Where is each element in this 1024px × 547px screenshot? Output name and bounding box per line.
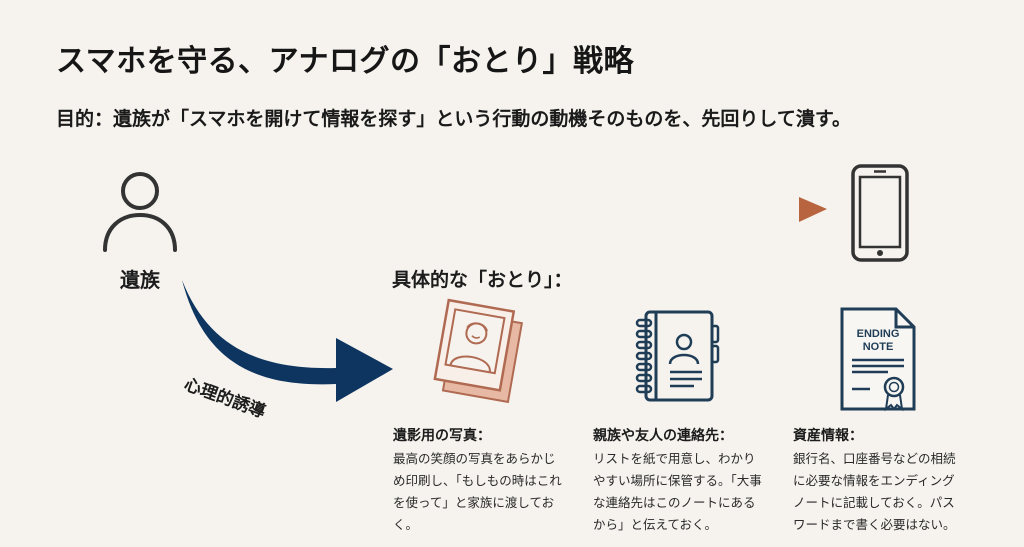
item-title: 遺影用の写真：	[393, 428, 491, 444]
examples-heading: 具体的な「おとり」：	[392, 269, 573, 291]
item-title: 資産情報：	[793, 428, 863, 444]
ending-note-text-2: NOTE	[863, 341, 894, 353]
portrait-photo-icon	[428, 298, 528, 408]
person-label: 遺族	[120, 268, 160, 292]
address-book-icon	[632, 308, 722, 404]
decoy-item-contacts: 親族や友人の連絡先： リストを紙で用意し、わかりやすい場所に保管する。「大事な連…	[593, 425, 773, 536]
decoy-item-assets: 資産情報： 銀行名、口座番号などの相続に必要な情報をエンディングノートに記載して…	[793, 425, 973, 536]
decoy-item-photo: 遺影用の写真： 最高の笑顔の写真をあらかじめ印刷し、「もしもの時はこれを使って」…	[393, 425, 573, 536]
person-icon	[100, 170, 180, 254]
psychological-guidance-arrow	[178, 276, 398, 406]
item-body: 銀行名、口座番号などの相続に必要な情報をエンディングノートに記載しておく。パスワ…	[793, 451, 956, 532]
page-title: スマホを守る、アナログの「おとり」戦略	[56, 44, 634, 79]
item-title: 親族や友人の連絡先：	[593, 428, 733, 444]
ending-note-text-1: ENDING	[857, 328, 900, 340]
item-body: 最高の笑顔の写真をあらかじめ印刷し、「もしもの時はこれを使って」と家族に渡してお…	[393, 451, 562, 532]
dotted-arrow	[195, 196, 835, 228]
ending-note-document-icon: ENDING NOTE	[838, 305, 918, 415]
smartphone-icon	[850, 163, 910, 263]
item-body: リストを紙で用意し、わかりやすい場所に保管する。「大事な連絡先はこのノートにある…	[593, 451, 762, 532]
purpose-statement: 目的：遺族が「スマホを開けて情報を探す」という行動の動機そのものを、先回りして潰…	[56, 108, 851, 130]
